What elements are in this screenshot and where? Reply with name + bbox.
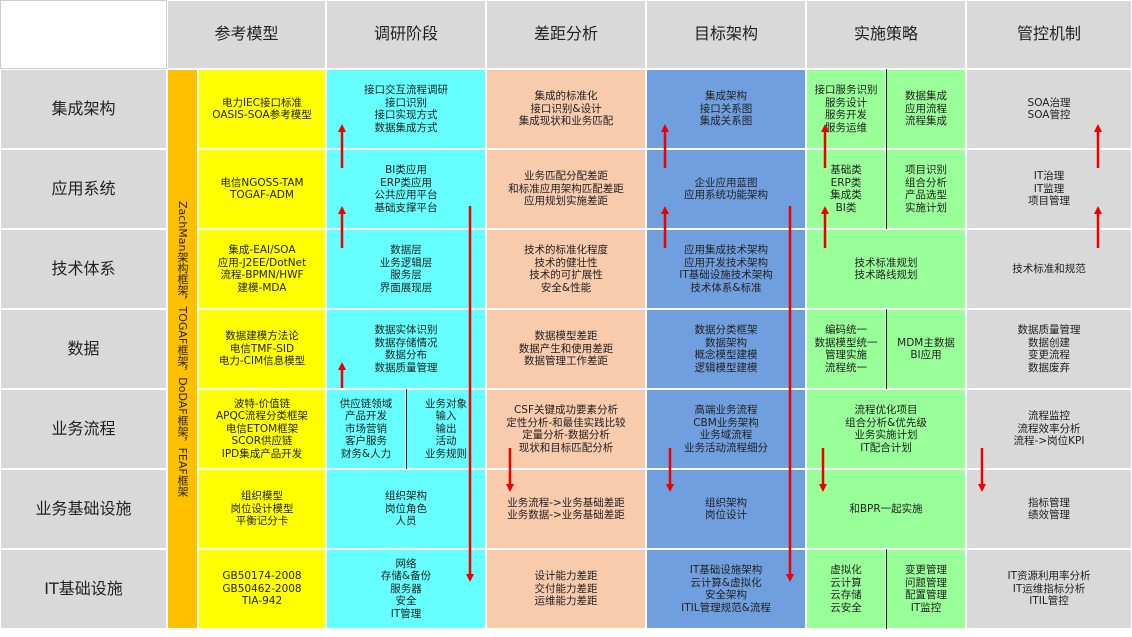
reference-cell-r2: 电信NGOSS-TAM TOGAF-ADM: [198, 149, 326, 229]
row-it-infrastructure: IT基础设施: [0, 549, 167, 629]
divider-impl-r7: [886, 549, 887, 629]
control-cell-r2: IT治理 IT监理 项目管理: [966, 149, 1132, 229]
implementation-cell-r1-data: 数据集成 应用流程 流程集成: [886, 69, 966, 149]
target-cell-r2: 企业应用蓝图 应用系统功能架构: [646, 149, 806, 229]
row-data: 数据: [0, 309, 167, 389]
gap-cell-r1: 集成的标准化 接口识别&设计 集成现状和业务匹配: [486, 69, 646, 149]
implementation-cell-r4-mdm: MDM主数据 BI应用: [886, 309, 966, 389]
reference-cell-r5: 波特-价值链 APQC流程分类框架 电信ETOM框架 SCOR供应链 IPD集成…: [198, 389, 326, 469]
research-cell-r4: 数据实体识别 数据存储情况 数据分布 数据质量管理: [326, 309, 486, 389]
gap-cell-r6: 业务流程->业务基础差距 业务数据->业务基础差距: [486, 469, 646, 549]
frameworks-vertical-label: ZachMan架构框架，TOGAF框架，DoDAF框架，FEAF框架: [167, 69, 198, 629]
implementation-cell-r2-category: 基础类 ERP类 集成类 BI类: [806, 149, 886, 229]
reference-cell-r4: 数据建模方法论 电信TMF-SID 电力-CIM信息模型: [198, 309, 326, 389]
research-cell-r5-object: 业务对象 输入 输出 活动 业务规则: [406, 389, 486, 469]
header-control-mechanism: 管控机制: [966, 0, 1132, 69]
implementation-cell-r5: 流程优化项目 组合分析&优先级 业务实施计划 IT配合计划: [806, 389, 966, 469]
control-cell-r5: 流程监控 流程效率分析 流程->岗位KPI: [966, 389, 1132, 469]
divider-research-r5: [406, 389, 407, 469]
reference-cell-r7: GB50174-2008 GB50462-2008 TIA-942: [198, 549, 326, 629]
research-cell-r6: 组织架构 岗位角色 人员: [326, 469, 486, 549]
control-cell-r6: 指标管理 绩效管理: [966, 469, 1132, 549]
header-target-architecture: 目标架构: [646, 0, 806, 69]
header-gap-analysis: 差距分析: [486, 0, 646, 69]
divider-impl-r4: [886, 309, 887, 389]
research-cell-r7: 网络 存储&备份 服务器 安全 IT管理: [326, 549, 486, 629]
row-integration-architecture: 集成架构: [0, 69, 167, 149]
implementation-cell-r1-service: 接口服务识别 服务设计 服务开发 服务运维: [806, 69, 886, 149]
corner-cell: [0, 0, 167, 69]
reference-cell-r3: 集成-EAI/SOA 应用-J2EE/DotNet 流程-BPMN/HWF 建模…: [198, 229, 326, 309]
control-cell-r1: SOA治理 SOA管控: [966, 69, 1132, 149]
gap-cell-r4: 数据模型差距 数据产生和使用差距 数据管理工作差距: [486, 309, 646, 389]
row-application-system: 应用系统: [0, 149, 167, 229]
reference-cell-r6: 组织模型 岗位设计模型 平衡记分卡: [198, 469, 326, 549]
implementation-cell-r7-cloud: 虚拟化 云计算 云存储 云安全: [806, 549, 886, 629]
target-cell-r4: 数据分类框架 数据架构 概念模型建模 逻辑模型建模: [646, 309, 806, 389]
row-business-infrastructure: 业务基础设施: [0, 469, 167, 549]
implementation-cell-r3: 技术标准规划 技术路线规划: [806, 229, 966, 309]
target-cell-r6: 组织架构 岗位设计: [646, 469, 806, 549]
target-cell-r3: 应用集成技术架构 应用开发技术架构 IT基础设施技术架构 技术体系&标准: [646, 229, 806, 309]
divider-impl-r1: [886, 69, 887, 149]
implementation-cell-r6: 和BPR一起实施: [806, 469, 966, 549]
target-cell-r7: IT基础设施架构 云计算&虚拟化 安全架构 ITIL管理规范&流程: [646, 549, 806, 629]
gap-cell-r5: CSF关键成功要素分析 定性分析-和最佳实践比较 定量分析-数据分析 现状和目标…: [486, 389, 646, 469]
row-technology-system: 技术体系: [0, 229, 167, 309]
header-reference-model: 参考模型: [167, 0, 326, 69]
header-research-phase: 调研阶段: [326, 0, 486, 69]
gap-cell-r7: 设计能力差距 交付能力差距 运维能力差距: [486, 549, 646, 629]
research-cell-r5-domain: 供应链领域 产品开发 市场营销 客户服务 财务&人力: [326, 389, 406, 469]
row-business-process: 业务流程: [0, 389, 167, 469]
control-cell-r3: 技术标准和规范: [966, 229, 1132, 309]
gap-cell-r3: 技术的标准化程度 技术的健壮性 技术的可扩展性 安全&性能: [486, 229, 646, 309]
divider-impl-r2: [886, 149, 887, 229]
reference-cell-r1: 电力IEC接口标准 OASIS-SOA参考模型: [198, 69, 326, 149]
gap-cell-r2: 业务匹配分配差距 和标准应用架构匹配差距 应用规划实施差距: [486, 149, 646, 229]
control-cell-r7: IT资源利用率分析 IT运维指标分析 ITIL管控: [966, 549, 1132, 629]
implementation-cell-r2-project: 项目识别 组合分析 产品选型 实施计划: [886, 149, 966, 229]
implementation-cell-r4-coding: 编码统一 数据模型统一 管理实施 流程统一: [806, 309, 886, 389]
implementation-cell-r7-itsm: 变更管理 问题管理 配置管理 IT监控: [886, 549, 966, 629]
research-cell-r2: BI类应用 ERP类应用 公共应用平台 基础支撑平台: [326, 149, 486, 229]
target-cell-r5: 高端业务流程 CBM业务架构 业务域流程 业务活动流程细分: [646, 389, 806, 469]
research-cell-r1: 接口交互流程调研 接口识别 接口实现方式 数据集成方式: [326, 69, 486, 149]
header-implementation-strategy: 实施策略: [806, 0, 966, 69]
control-cell-r4: 数据质量管理 数据创建 变更流程 数据废弃: [966, 309, 1132, 389]
target-cell-r1: 集成架构 接口关系图 集成关系图: [646, 69, 806, 149]
research-cell-r3: 数据层 业务逻辑层 服务层 界面展现层: [326, 229, 486, 309]
